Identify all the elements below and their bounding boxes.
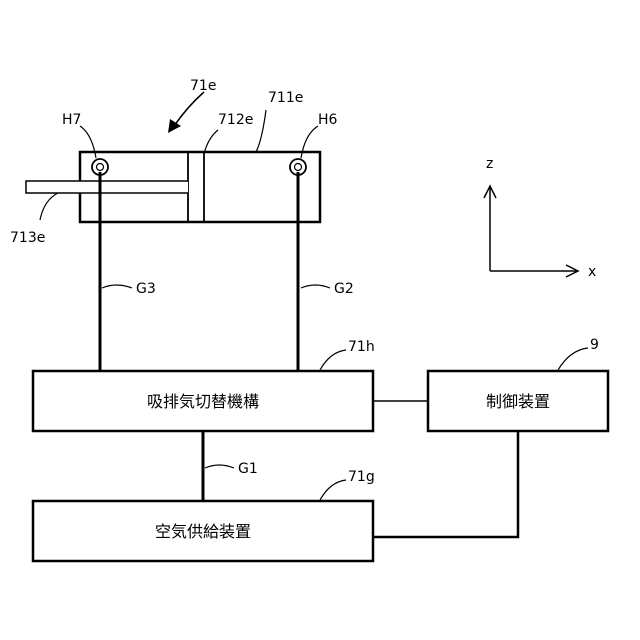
piston [188,152,204,222]
switching-box-label: 吸排気切替機構 [147,392,259,411]
leader-9 [558,348,588,370]
label-71g: 71g [348,469,375,485]
label-h6: H6 [318,112,338,128]
leader-g1 [205,465,234,468]
axis-x-label: x [588,264,596,280]
label-g2: G2 [334,281,354,297]
label-71h: 71h [348,339,375,355]
leader-713e [40,193,58,220]
leader-71g [320,480,346,500]
leader-g3 [102,285,132,288]
label-713e: 713e [10,230,45,246]
port-h6-inner [295,164,302,171]
axes-indicator [484,186,578,277]
control-box-label: 制御装置 [486,392,550,411]
assembly-arrow [168,92,204,133]
piston-rod [26,181,188,193]
leader-lines [40,110,588,500]
leader-g2 [301,285,330,288]
leader-711e [256,110,266,152]
port-h7-inner [97,164,104,171]
label-711e: 711e [268,90,303,106]
label-g1: G1 [238,461,258,477]
label-71e: 71e [190,78,216,94]
label-g3: G3 [136,281,156,297]
label-h7: H7 [62,112,81,128]
label-9: 9 [590,337,599,353]
axis-z-label: z [486,156,493,172]
leader-712e [204,130,218,154]
leader-71h [320,350,346,370]
supply-box-label: 空気供給装置 [155,522,251,541]
link-control-supply [373,431,518,537]
cylinder-assembly [26,152,320,222]
label-712e: 712e [218,112,253,128]
